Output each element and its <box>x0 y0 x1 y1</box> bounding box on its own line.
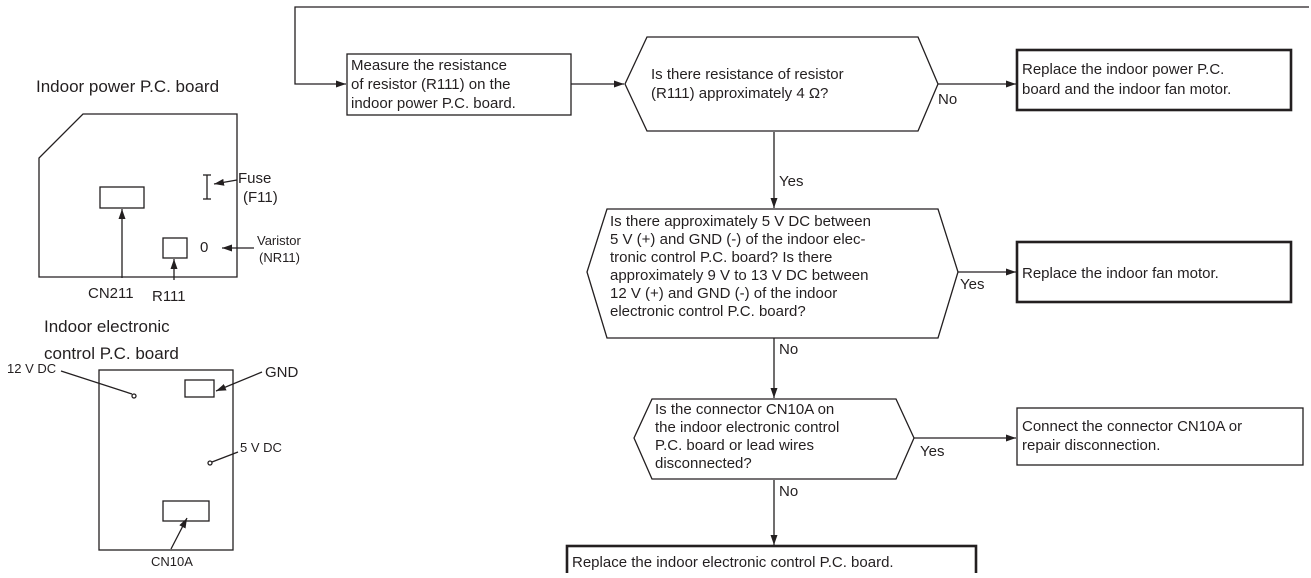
varistor-symbol: 0 <box>200 239 208 256</box>
decision-connector: Is the connector CN10A on the indoor ele… <box>633 398 915 480</box>
control-board-title: Indoor electronic control P.C. board <box>44 317 179 363</box>
connect-cn10a-box: Connect the connector CN10A or repair di… <box>1016 407 1304 466</box>
fuse-icon <box>203 174 211 200</box>
power-board-title: Indoor power P.C. board <box>36 77 219 96</box>
q1-yes-label: Yes <box>779 173 803 190</box>
control-board-outline <box>98 369 234 551</box>
gnd-terminal <box>184 379 215 398</box>
measure-box-text: Measure the resistance of resistor (R111… <box>351 57 516 112</box>
q3-no-label: No <box>779 483 798 500</box>
replace-control-board-text: Replace the indoor electronic control P.… <box>572 554 894 571</box>
cn10a-pointer <box>170 517 188 550</box>
decision-voltage: Is there approximately 5 V DC between 5 … <box>586 208 959 339</box>
5v-test-point <box>207 460 213 466</box>
fuse-label: Fuse (F11) <box>238 170 278 206</box>
q2-yes-label: Yes <box>960 276 984 293</box>
varistor-label: Varistor (NR11) <box>257 233 304 265</box>
connect-cn10a-text: Connect the connector CN10A or repair di… <box>1022 418 1246 454</box>
12v-label: 12 V DC <box>7 361 56 376</box>
replace-control-board-box: Replace the indoor electronic control P.… <box>565 544 978 578</box>
decision-resistance-text: Is there resistance of resistor (R111) a… <box>651 66 848 102</box>
12v-test-point <box>131 393 137 399</box>
q2-no-label: No <box>779 341 798 358</box>
q3-yes-label: Yes <box>920 443 944 460</box>
measure-box: Measure the resistance of resistor (R111… <box>346 53 572 116</box>
power-board-outline <box>38 113 238 278</box>
r111-label: R111 <box>152 288 186 305</box>
q1-no-label: No <box>938 91 957 108</box>
decision-voltage-text: Is there approximately 5 V DC between 5 … <box>610 213 875 320</box>
5v-label: 5 V DC <box>240 440 282 455</box>
decision-resistance: Is there resistance of resistor (R111) a… <box>624 36 939 132</box>
5v-pointer <box>211 451 239 463</box>
replace-fan-motor-box: Replace the indoor fan motor. <box>1015 240 1293 304</box>
replace-power-board-box: Replace the indoor power P.C. board and … <box>1015 48 1293 112</box>
r111-resistor <box>162 237 188 259</box>
replace-fan-motor-text: Replace the indoor fan motor. <box>1022 265 1219 282</box>
loop-back-line <box>294 6 1309 88</box>
gnd-pointer <box>215 371 263 392</box>
gnd-label: GND <box>265 364 299 381</box>
cn211-label: CN211 <box>88 285 134 302</box>
fuse-pointer <box>213 178 238 186</box>
cn10a-connector <box>162 500 210 522</box>
cn211-connector <box>99 186 145 209</box>
12v-pointer <box>60 370 133 395</box>
decision-connector-text: Is the connector CN10A on the indoor ele… <box>655 401 843 472</box>
replace-power-board-text: Replace the indoor power P.C. board and … <box>1022 61 1231 98</box>
cn10a-label: CN10A <box>151 554 193 569</box>
